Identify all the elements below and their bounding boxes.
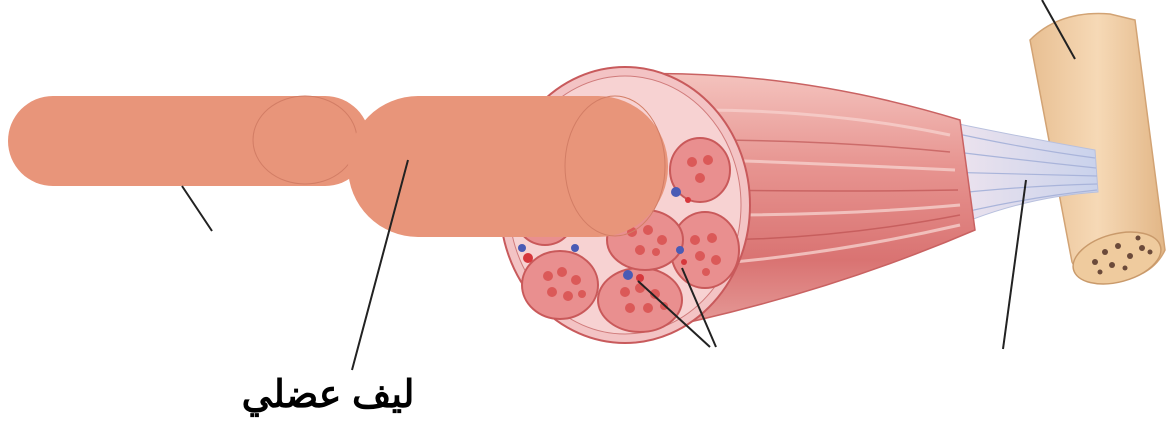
muscle-fiber-label: ليف عضلي: [218, 372, 438, 417]
muscle-fiber-icon: [8, 96, 668, 237]
